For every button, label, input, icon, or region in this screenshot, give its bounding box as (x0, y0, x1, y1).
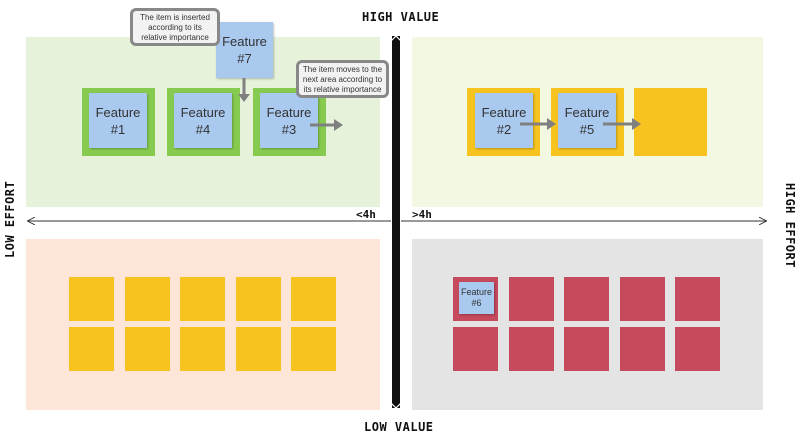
slot-red-grid (509, 327, 554, 371)
slot-yellow-grid (291, 327, 336, 371)
sticky-note-feature-6[interactable]: Feature #6 (459, 282, 494, 314)
quadrant-low-value-high-effort (412, 239, 763, 410)
callout-moves: The item moves to the next area accordin… (296, 60, 389, 98)
sticky-note-feature-3[interactable]: Feature #3 (260, 93, 318, 148)
callout-inserted: The item is inserted according to its re… (130, 8, 220, 46)
note-line1: Feature (481, 104, 527, 120)
slot-yellow-grid (180, 327, 225, 371)
effort-threshold-low-label: <4h (356, 208, 376, 221)
slot-red-grid (564, 327, 609, 371)
sticky-note-feature-4[interactable]: Feature #4 (174, 93, 232, 148)
note-line1: Feature (564, 104, 610, 120)
slot-red-grid (453, 327, 498, 371)
arrow-right-icon (520, 118, 556, 130)
effort-threshold-high-label: >4h (412, 208, 432, 221)
note-line2: #7 (237, 51, 252, 66)
slot-yellow-3 (634, 88, 707, 156)
sticky-note-feature-7[interactable]: Feature #7 (216, 22, 273, 78)
note-line2: #4 (195, 121, 211, 137)
slot-yellow-grid (180, 277, 225, 321)
slot-yellow-grid (69, 277, 114, 321)
slot-red-grid (620, 277, 665, 321)
slot-red-grid (509, 277, 554, 321)
note-line2: #3 (281, 121, 297, 137)
vertical-axis-top-arrow (389, 35, 403, 43)
note-line1: Feature (95, 104, 141, 120)
note-line1: Feature (460, 287, 493, 297)
slot-red-grid (620, 327, 665, 371)
arrow-down-icon (238, 78, 250, 102)
slot-yellow-grid (291, 277, 336, 321)
sticky-note-feature-1[interactable]: Feature #1 (89, 93, 147, 148)
axis-label-high-value: HIGH VALUE (362, 10, 440, 24)
axis-label-low-value: LOW VALUE (364, 420, 434, 434)
slot-red-grid (675, 277, 720, 321)
note-line2: #2 (496, 121, 512, 137)
sticky-note-feature-2[interactable]: Feature #2 (475, 93, 533, 148)
slot-red-grid (675, 327, 720, 371)
slot-yellow-grid (125, 277, 170, 321)
note-line1: Feature (266, 104, 312, 120)
note-line1: Feature (180, 104, 226, 120)
slot-yellow-grid (69, 327, 114, 371)
vertical-axis-bottom-arrow (389, 401, 403, 409)
note-line1: Feature (222, 34, 267, 49)
quadrant-low-value-low-effort (26, 239, 380, 410)
slot-yellow-grid (125, 327, 170, 371)
slot-yellow-grid (236, 327, 281, 371)
sticky-note-feature-5[interactable]: Feature #5 (558, 93, 616, 148)
arrow-right-icon (603, 118, 641, 130)
slot-red-grid (564, 277, 609, 321)
arrow-right-icon (310, 119, 343, 131)
note-line2: #5 (579, 121, 595, 137)
slot-yellow-grid (236, 277, 281, 321)
note-line2: #1 (110, 121, 126, 137)
note-line2: #6 (471, 298, 482, 308)
